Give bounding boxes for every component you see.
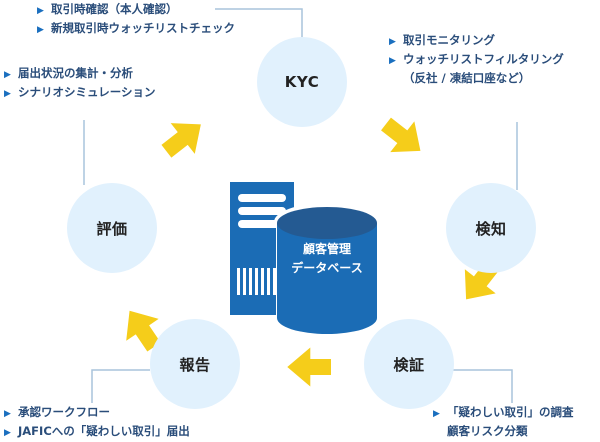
note-item: 顧客リスク分類 [447,424,528,438]
note-item: ▶JAFICへの「疑わしい取引」届出 [4,423,190,442]
note-item: ▶取引モニタリング [389,32,564,51]
stage-evaluate: 評価 [67,183,157,273]
notes-verify: ▶「疑わしい取引」の調査 顧客リスク分類 [433,404,574,440]
notes-detect: ▶取引モニタリング ▶ウォッチリストフィルタリング （反社 / 凍結口座など） [389,32,564,87]
connector-report [91,369,150,403]
stage-evaluate-label: 評価 [96,219,128,238]
database-label-line1: 顧客管理 [302,242,351,256]
stage-report-label: 報告 [179,355,211,374]
note-item: ▶承認ワークフロー [4,404,190,423]
bullet-icon: ▶ [389,37,396,47]
note-item: ▶届出状況の集計・分析 [4,65,156,84]
note-item: ▶「疑わしい取引」の調査 [433,404,574,423]
connector-kyc [215,8,303,40]
bullet-icon: ▶ [4,70,11,80]
bullet-icon: ▶ [433,409,440,419]
arrow-evaluate-to-kyc [161,123,201,158]
note-item: ▶新規取引時ウォッチリストチェック [37,20,235,39]
arrow-verify-to-report [287,347,331,387]
note-item: ▶シナリオシミュレーション [4,84,156,103]
note-item: ▶取引時確認（本人確認） [37,1,235,20]
stage-verify-label: 検証 [393,355,425,374]
notes-evaluate: ▶届出状況の集計・分析 ▶シナリオシミュレーション [4,65,156,103]
database-label-line2: データベース [291,261,363,275]
arrow-report-to-evaluate [126,310,161,352]
notes-kyc: ▶取引時確認（本人確認） ▶新規取引時ウォッチリストチェック [37,1,235,39]
database-icon [274,203,380,339]
stage-detect: 検知 [446,183,536,273]
database-label: 顧客管理 データベース [277,240,377,278]
stage-report: 報告 [150,319,240,409]
stage-kyc: KYC [257,37,347,127]
connector-verify [453,369,513,403]
bullet-icon: ▶ [4,89,11,99]
stage-kyc-label: KYC [284,73,320,91]
stage-detect-label: 検知 [475,219,507,238]
arrow-kyc-to-detect [381,117,421,153]
bullet-icon: ▶ [4,409,11,419]
notes-report: ▶承認ワークフロー ▶JAFICへの「疑わしい取引」届出 [4,404,190,442]
bullet-icon: ▶ [4,428,11,438]
note-item: （反社 / 凍結口座など） [403,71,531,85]
bullet-icon: ▶ [37,6,44,16]
stage-verify: 検証 [364,319,454,409]
note-item: ▶ウォッチリストフィルタリング [389,51,564,70]
bullet-icon: ▶ [37,25,44,35]
bullet-icon: ▶ [389,56,396,66]
